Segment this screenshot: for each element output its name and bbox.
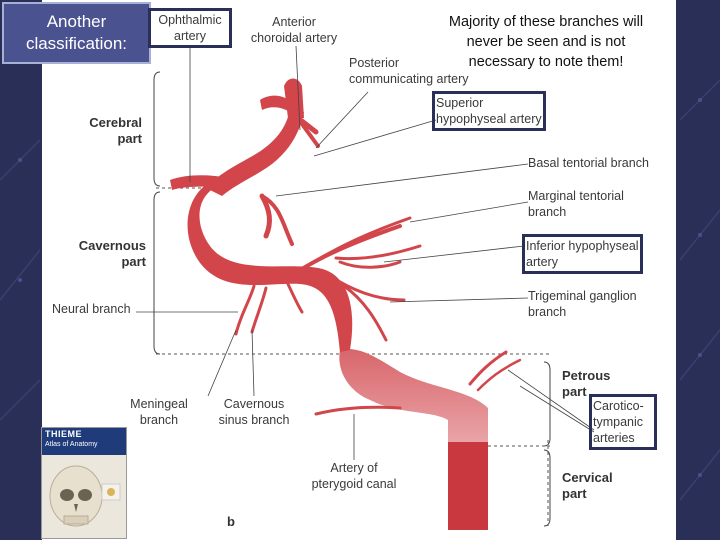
label-neural-branch: Neural branch	[52, 302, 131, 316]
label-anterior-choroidal-artery: Anterior choroidal artery	[250, 15, 338, 45]
segment-label-cavernous: Cavernous part	[78, 238, 146, 269]
leader-lines	[136, 45, 595, 460]
segment-label-petrous: Petrous part	[562, 368, 611, 399]
slide-title: Another classification:	[2, 2, 151, 64]
label-cavernous-sinus-branch: Cavernous sinus branch	[218, 397, 290, 427]
label-trigeminal-ganglion-branch: Trigeminal ganglion branch	[528, 289, 637, 319]
panel-letter: b	[227, 514, 235, 529]
atlas-book-cover: THIEME Atlas of Anatomy	[41, 427, 127, 539]
cover-brand: THIEME	[45, 429, 83, 439]
internal-carotid-artery	[170, 78, 488, 530]
cover-title: Atlas of Anatomy	[45, 441, 98, 448]
label-caroticotympanic-arteries: Carotico- tympanic arteries	[589, 394, 657, 450]
label-posterior-communicating-artery: Posterior communicating artery	[349, 56, 469, 86]
label-inferior-hypophyseal-artery: Inferior hypophyseal artery	[522, 234, 643, 274]
label-ophthalmic-artery: Ophthalmic artery	[148, 8, 232, 48]
skull-illustration	[49, 465, 121, 527]
segment-label-cerebral: Cerebral part	[89, 115, 142, 146]
label-superior-hypophyseal-artery: Superior hypophyseal artery	[432, 91, 546, 131]
cover-band	[42, 428, 126, 455]
label-meningeal-branch: Meningeal branch	[130, 397, 188, 427]
small-branches	[234, 115, 522, 416]
label-artery-of-pterygoid-canal: Artery of pterygoid canal	[311, 461, 397, 491]
label-marginal-tentorial-branch: Marginal tentorial branch	[528, 189, 624, 219]
slide-note: Majority of these branches will never be…	[448, 14, 644, 70]
label-basal-tentorial-branch: Basal tentorial branch	[528, 156, 649, 170]
segment-label-cervical: Cervical part	[562, 470, 613, 501]
segment-brackets	[153, 71, 551, 527]
figure-panel	[42, 0, 676, 540]
